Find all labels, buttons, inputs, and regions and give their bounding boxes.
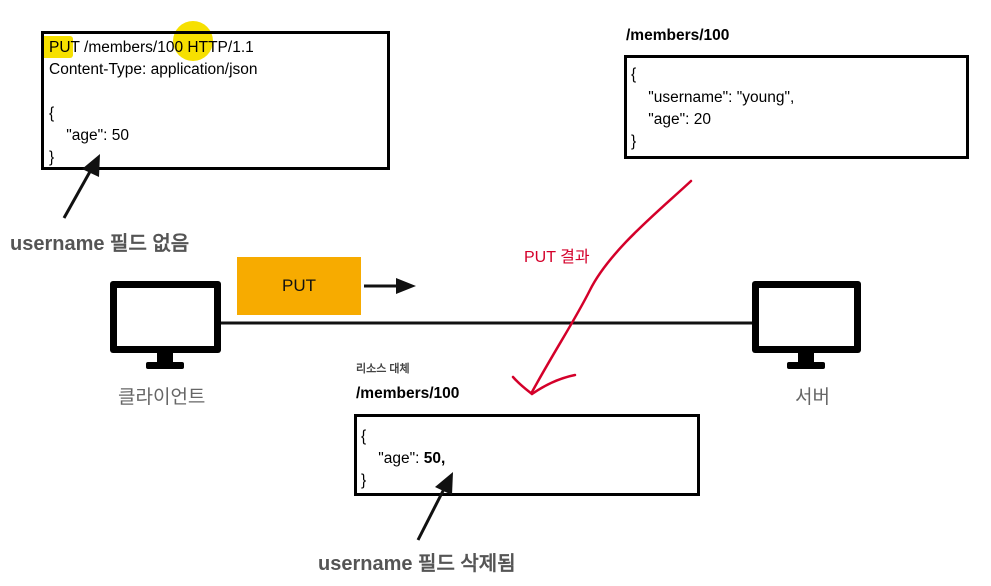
- result-age-key: "age":: [361, 450, 424, 467]
- request-box: PUT /members/100 HTTP/1.1 Content-Type: …: [41, 31, 390, 170]
- original-resource-box: { "username": "young", "age": 20 }: [624, 55, 969, 159]
- result-line-2: "age": 50,: [361, 448, 445, 470]
- request-line-1: PUT /members/100 HTTP/1.1: [49, 37, 254, 59]
- original-line-3: "age": 20: [631, 111, 711, 128]
- server-label: 서버: [795, 387, 830, 408]
- put-result-arrow: [511, 179, 693, 396]
- original-line-2: "username": "young",: [631, 89, 795, 106]
- username-deleted-caption: username 필드 삭제됨: [318, 553, 516, 575]
- result-line-3: }: [361, 472, 367, 489]
- request-method: PUT /members/: [49, 39, 158, 56]
- client-monitor-icon: [110, 281, 221, 369]
- put-button-label: PUT: [282, 276, 316, 295]
- result-resource-path: /members/100: [356, 385, 460, 402]
- client-label: 클라이언트: [118, 387, 206, 408]
- put-button: PUT: [237, 257, 361, 315]
- request-protocol: HTTP/1.1: [183, 39, 254, 56]
- result-line-1: {: [361, 428, 367, 445]
- request-line-2: Content-Type: application/json: [49, 61, 258, 78]
- put-highlight: [41, 36, 73, 58]
- result-age-value: 50,: [423, 450, 446, 467]
- request-id: 100: [157, 39, 184, 56]
- request-line-4: {: [49, 105, 55, 122]
- request-line-6: }: [49, 149, 55, 166]
- original-line-4: }: [631, 133, 637, 150]
- request-body-arrow: [62, 154, 100, 219]
- result-resource-box: { "age": 50, }: [354, 414, 700, 496]
- result-age-arrow: [416, 472, 453, 541]
- no-username-caption: username 필드 없음: [10, 233, 190, 255]
- put-result-label: PUT 결과: [524, 249, 590, 266]
- replace-resource-caption: 리소스 대체: [356, 363, 410, 375]
- id-highlight: [173, 21, 213, 61]
- original-line-1: {: [631, 66, 637, 83]
- original-resource-path: /members/100: [626, 27, 730, 44]
- server-monitor-icon: [752, 281, 861, 369]
- put-send-arrow: [364, 278, 416, 294]
- request-line-5: "age": 50: [49, 127, 129, 144]
